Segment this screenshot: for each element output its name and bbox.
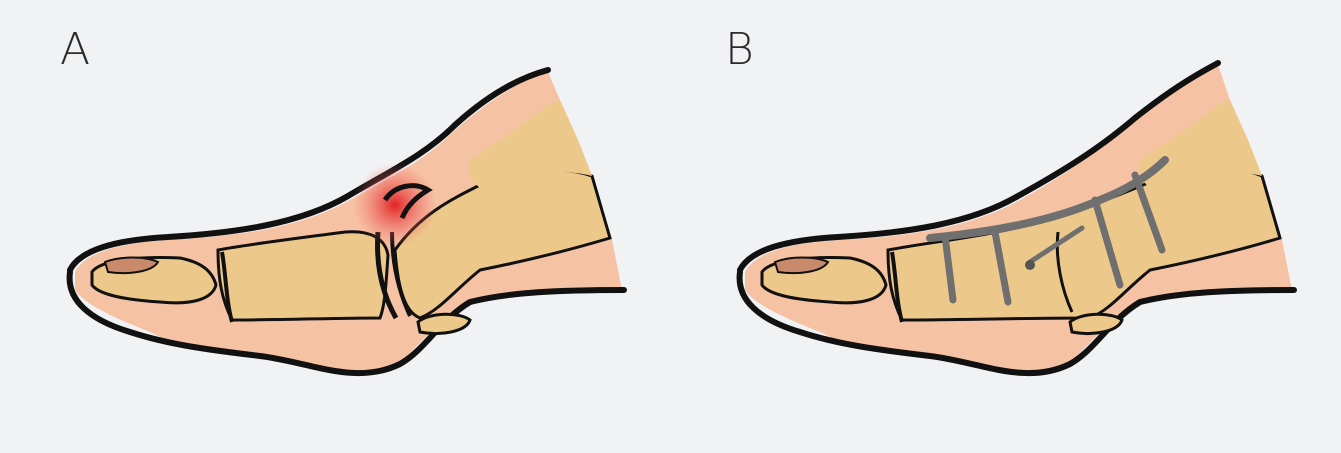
- screw-head: [1025, 260, 1035, 270]
- panel-label-a: A: [60, 28, 90, 72]
- sesamoid-bone: [418, 314, 470, 333]
- toe-phalanx-proximal: [218, 232, 388, 320]
- panel-label-b: B: [725, 28, 754, 72]
- foot-illustration-a: [0, 0, 670, 453]
- sesamoid-bone: [1070, 314, 1122, 333]
- inflammation-glow: [353, 163, 437, 247]
- foot-illustration-b: [670, 0, 1340, 453]
- panel-b: B: [670, 0, 1340, 453]
- panel-a: A: [0, 0, 670, 453]
